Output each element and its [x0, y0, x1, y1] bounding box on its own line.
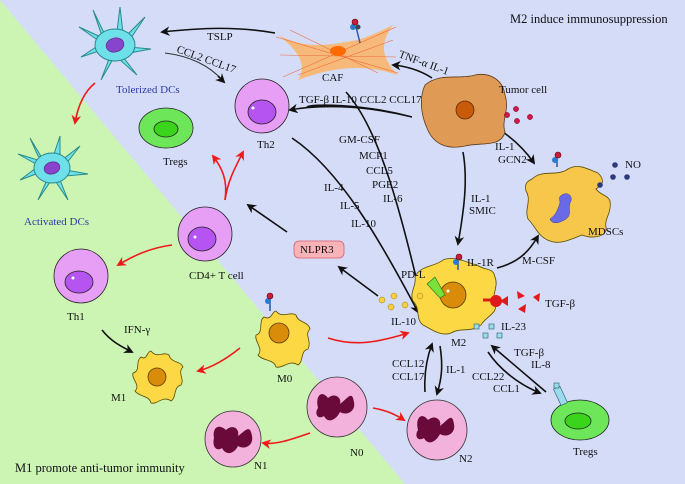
arrow-n0-to-n2 [372, 407, 406, 422]
arrow-tregs-to-m2 [490, 344, 547, 393]
il-1r-receptor [453, 253, 463, 270]
tolerized-dcs-label: Tolerized DCs [116, 84, 180, 96]
tgf-b-triangles [500, 291, 540, 313]
tolerized-dc-cell [78, 6, 152, 81]
arrow-gmcsf-to-m2 [345, 91, 426, 308]
arrow-m0-to-m2 [327, 330, 410, 344]
il-1-n2-label: IL-1 [446, 364, 466, 376]
tgf-b-il8-label-1: TGF-β [514, 347, 544, 359]
arrow-il1-to-n2 [434, 345, 444, 396]
no-molecules [597, 162, 630, 188]
il-1-smic-label-1: IL-1 [471, 193, 491, 205]
arrow-tslp [160, 26, 276, 36]
caf-label: CAF [322, 72, 343, 84]
pd-l-receptor [426, 276, 446, 299]
il-1-smic-label-2: SMIC [469, 205, 496, 217]
arrow-ccl2-ccl17-head [215, 73, 226, 84]
tgf-b-receptor [483, 295, 502, 307]
arrow-m0-to-m1 [196, 347, 241, 374]
n0-label: N0 [350, 447, 364, 459]
arrow-ccl12-ccl17 [423, 342, 434, 393]
tregs-bottom-label: Tregs [573, 446, 598, 458]
no-label: NO [625, 159, 641, 171]
mdscs-cell [525, 151, 611, 243]
il-10-th2-label: IL-10 [351, 218, 377, 230]
m0-label: M0 [277, 373, 293, 385]
cd4-t-cell-label: CD4+ T cell [189, 270, 244, 282]
th1-label: Th1 [67, 311, 85, 323]
arrow-n0-to-n1 [261, 432, 311, 449]
arrow-nlpr3-to-cd4 [246, 203, 288, 233]
m1-region-title: M1 promote anti-tumor immunity [15, 461, 186, 475]
il-23-label: IL-23 [501, 321, 527, 333]
n2-label: N2 [459, 453, 472, 465]
il-10-particles [378, 292, 424, 311]
arrow-il1-smic [454, 151, 467, 246]
tgf-b-il8-label-2: IL-8 [531, 359, 551, 371]
tregs-bottom-cell [550, 382, 610, 441]
ccl12-label: CCL12 [392, 358, 424, 370]
ccl5-label: CCL5 [366, 165, 393, 177]
arrow-tnf-il1 [391, 60, 433, 79]
tgf-b-right-label: TGF-β [545, 298, 575, 310]
arrow-cd4-to-th1 [116, 244, 173, 266]
th1-cell [53, 248, 109, 304]
m2-label: M2 [451, 337, 466, 349]
ccl22-label: CCL22 [472, 371, 504, 383]
m1-macrophage [132, 350, 184, 404]
il-1-gcn2-label-1: IL-1 [495, 141, 515, 153]
tregs-top-label: Tregs [163, 156, 188, 168]
nlpr3-box: NLPR3 [293, 240, 345, 259]
il-1r-label: IL-1R [467, 257, 495, 269]
m0-macrophage [255, 292, 311, 368]
tregs-top-cell [138, 107, 194, 149]
arrow-tgfb-to-th2 [290, 105, 413, 117]
gm-csf-label: GM-CSF [339, 134, 380, 146]
activated-dcs-label: Activated DCs [24, 216, 89, 228]
ccl17-label: CCL17 [392, 371, 425, 383]
tumor-secreted-particles [504, 106, 533, 124]
arrow-tolerized-to-activated [71, 82, 96, 125]
tgfb-il10-ccl2-ccl17-label: TGF-β IL-10 CCL2 CCL17 [299, 94, 422, 106]
cd4-t-cell [177, 206, 233, 262]
tumor-cell-label: Tumor cell [499, 84, 547, 96]
arrow-cd4-to-th2 [224, 150, 244, 201]
mcp1-label: MCP1 [359, 150, 388, 162]
n1-label: N1 [254, 460, 267, 472]
il-4-label: IL-4 [324, 182, 344, 194]
mdscs-label: MDSCs [588, 226, 623, 238]
tumor-cell [421, 73, 507, 148]
m1-label: M1 [111, 392, 126, 404]
il-10-m2-label: IL-10 [391, 316, 417, 328]
m-csf-label: M-CSF [522, 255, 555, 267]
arrow-m-csf [496, 234, 539, 269]
arrow-m2-to-tregs [487, 351, 542, 395]
tslp-label: TSLP [207, 31, 233, 43]
n1-neutrophil [204, 410, 262, 468]
th2-cell [234, 78, 290, 134]
arrow-il4-to-m2 [291, 137, 419, 314]
arrow-ifng [101, 329, 134, 353]
pd-l-label: PD-L [401, 269, 426, 281]
il-6-label: IL-6 [383, 193, 403, 205]
nlpr3-label: NLPR3 [300, 244, 334, 256]
il-5-label: IL-5 [340, 200, 360, 212]
ccl1-label: CCL1 [493, 383, 520, 395]
n0-neutrophil [306, 376, 368, 438]
th2-label: Th2 [257, 139, 275, 151]
ifn-g-label: IFN-γ [124, 324, 150, 336]
caf-cell [275, 18, 399, 80]
il-23-cubes [473, 323, 503, 339]
il-1-gcn2-label-2: GCN2 [498, 154, 527, 166]
m2-region-title: M2 induce immunosuppression [510, 12, 668, 26]
pge2-label: PGE2 [372, 179, 398, 191]
arrow-il10-to-nlpr3 [337, 265, 379, 297]
n2-neutrophil [406, 399, 468, 461]
activated-dc-cell [17, 135, 89, 201]
m2-macrophage [411, 257, 497, 335]
